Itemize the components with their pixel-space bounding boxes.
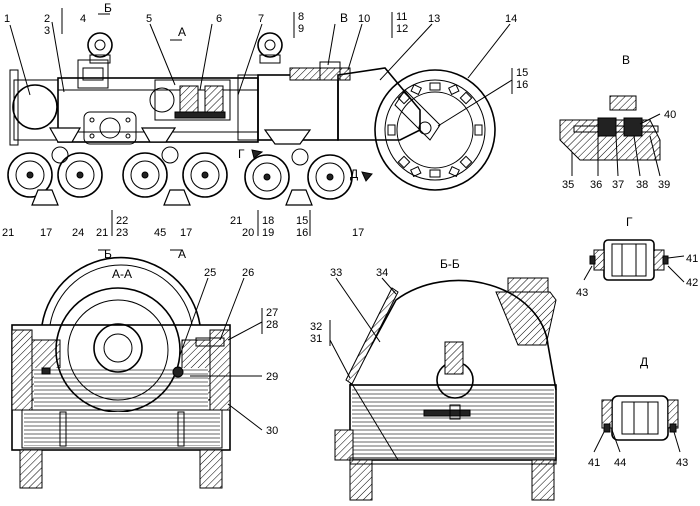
callout-12: 12 — [396, 23, 408, 35]
section-mark-g: Г — [238, 147, 245, 161]
callout-42: 42 — [686, 277, 698, 289]
callout-3: 3 — [44, 25, 50, 37]
callout-11: 11 — [396, 11, 407, 23]
callout-15: 15 — [516, 67, 528, 79]
callout-1: 1 — [4, 13, 10, 25]
callout-bottom-21c: 21 — [230, 215, 242, 227]
callout-41-g: 41 — [686, 253, 698, 265]
callout-7: 7 — [258, 13, 264, 25]
callout-30: 30 — [266, 425, 278, 437]
main-bottom-leaders — [111, 210, 311, 236]
idler-teeth — [387, 82, 483, 178]
callout-40: 40 — [664, 109, 676, 121]
detail-d-view: Д 41 44 43 — [588, 355, 688, 469]
callout-4: 4 — [80, 13, 86, 25]
callout-6: 6 — [216, 13, 222, 25]
callout-bottom-21b: 21 — [96, 227, 108, 239]
callout-8: 8 — [298, 11, 304, 23]
callout-35: 35 — [562, 179, 574, 191]
callout-34: 34 — [376, 267, 388, 279]
callout-26: 26 — [242, 267, 254, 279]
section-mark-d: Д — [350, 167, 358, 181]
callout-2: 2 — [44, 13, 50, 25]
callout-bottom-15: 15 — [296, 215, 308, 227]
section-mark-b-bottom: Б — [104, 247, 112, 261]
callout-13: 13 — [428, 13, 440, 25]
callout-bottom-17b: 17 — [180, 227, 192, 239]
callout-bottom-18: 18 — [262, 215, 274, 227]
callout-bottom-21a: 21 — [2, 227, 14, 239]
callout-bottom-17a: 17 — [40, 227, 52, 239]
view-title-g: Г — [626, 215, 633, 229]
callout-25: 25 — [204, 267, 216, 279]
detail-g-view: Г 41 42 43 — [576, 215, 698, 299]
view-title-bb: Б-Б — [440, 257, 460, 271]
callout-39: 39 — [658, 179, 670, 191]
view-title-aa: А-А — [112, 267, 132, 281]
callout-29: 29 — [266, 371, 278, 383]
callout-32: 32 — [310, 321, 322, 333]
main-leaders — [9, 8, 513, 127]
callout-bottom-24: 24 — [72, 227, 84, 239]
callout-31: 31 — [310, 333, 322, 345]
callout-36: 36 — [590, 179, 602, 191]
section-mark-a-top: А — [178, 25, 186, 39]
section-mark-a-bottom: А — [178, 247, 186, 261]
callout-9: 9 — [298, 23, 304, 35]
callout-bottom-17c: 17 — [352, 227, 364, 239]
view-title-d: Д — [640, 355, 648, 369]
callout-bottom-16: 16 — [296, 227, 308, 239]
callout-bottom-23: 23 — [116, 227, 128, 239]
section-markers: Б А В Г Д Б А — [98, 1, 358, 261]
callout-bottom-19: 19 — [262, 227, 274, 239]
detail-v-view: В 35 36 37 38 39 40 — [559, 53, 676, 191]
section-bb-view: Б-Б 33 34 32 31 — [310, 257, 557, 501]
callout-41-d: 41 — [588, 457, 600, 469]
callout-43-d: 43 — [676, 457, 688, 469]
main-assembly-view — [7, 32, 496, 206]
callout-bottom-20: 20 — [242, 227, 254, 239]
callout-16: 16 — [516, 79, 528, 91]
section-aa-view: А-А 25 26 27 — [11, 256, 278, 489]
callout-33: 33 — [330, 267, 342, 279]
view-title-v: В — [622, 53, 630, 67]
callout-14: 14 — [505, 13, 517, 25]
callout-38: 38 — [636, 179, 648, 191]
callout-bottom-45: 45 — [154, 227, 166, 239]
track-rollers — [7, 146, 353, 200]
section-mark-b-top: Б — [104, 1, 112, 15]
callout-27: 27 — [266, 307, 278, 319]
callout-37: 37 — [612, 179, 624, 191]
callout-bottom-22: 22 — [116, 215, 128, 227]
callout-5: 5 — [146, 13, 152, 25]
callout-28: 28 — [266, 319, 278, 331]
callout-43-g: 43 — [576, 287, 588, 299]
section-mark-v: В — [340, 11, 348, 25]
callout-10: 10 — [358, 13, 370, 25]
main-callouts: 1 2 3 4 5 6 7 8 9 10 11 12 13 14 15 16 2… — [2, 11, 528, 239]
callout-44: 44 — [614, 457, 626, 469]
